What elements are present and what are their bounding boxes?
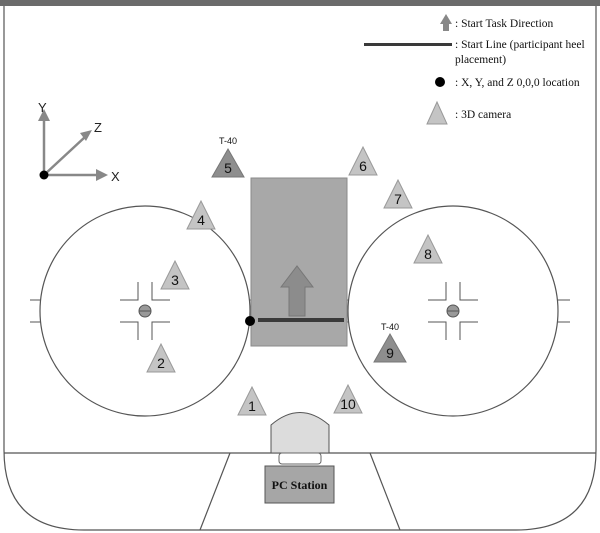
camera-7: 7 <box>383 178 413 209</box>
camera-8: 8 <box>413 233 443 264</box>
camera-label: 4 <box>197 212 205 228</box>
camera-9: T-40 9 <box>373 322 407 363</box>
camera-model-tag: T-40 <box>381 322 399 332</box>
camera-model-tag: T-40 <box>219 136 237 146</box>
origin-point <box>245 316 255 326</box>
camera-label: 9 <box>386 345 394 361</box>
task-direction-arrow <box>279 265 315 317</box>
legend-origin-icon <box>435 77 445 87</box>
camera-1: 1 <box>237 385 267 416</box>
crease-right-line <box>369 452 401 531</box>
legend-origin: : X, Y, and Z 0,0,0 location <box>455 77 580 89</box>
camera-5: T-40 5 <box>211 136 245 178</box>
camera-label: 7 <box>394 191 402 207</box>
legend-line-icon <box>364 43 452 46</box>
legend-arrow-icon <box>440 14 452 24</box>
rink-boundary <box>3 6 597 531</box>
camera-3: 3 <box>160 259 190 290</box>
crease-left-line <box>199 452 231 531</box>
camera-label: 2 <box>157 355 165 371</box>
top-border <box>0 0 600 6</box>
goal-net <box>270 412 330 465</box>
camera-2: 2 <box>146 342 176 373</box>
start-line <box>258 318 344 322</box>
camera-4: 4 <box>186 199 216 230</box>
legend-start-line: : Start Line (participant heel <box>455 39 585 51</box>
axis-x-label: X <box>111 169 120 184</box>
legend: : Start Task Direction : Start Line (par… <box>364 14 585 125</box>
camera-label: 5 <box>224 160 232 176</box>
legend-camera: : 3D camera <box>455 109 511 121</box>
xyz-axes <box>38 109 108 181</box>
axis-y-label: Y <box>38 100 47 115</box>
left-faceoff-circle <box>30 205 262 417</box>
camera-label: 6 <box>359 158 367 174</box>
pc-station-box <box>264 465 335 504</box>
right-faceoff-circle <box>336 205 570 417</box>
cameras: 1 2 3 4 T-40 5 6 7 8 <box>146 136 443 416</box>
camera-label: 3 <box>171 272 179 288</box>
camera-6: 6 <box>348 145 378 176</box>
legend-camera-icon <box>426 100 448 125</box>
pc-station-label: PC Station <box>272 478 328 492</box>
camera-label: 10 <box>340 396 356 412</box>
camera-label: 8 <box>424 246 432 262</box>
legend-start-direction: : Start Task Direction <box>455 18 554 30</box>
camera-label: 1 <box>248 398 256 414</box>
axis-z-label: Z <box>94 120 102 135</box>
legend-start-line-cont: placement) <box>455 54 506 66</box>
camera-10: 10 <box>333 383 363 414</box>
